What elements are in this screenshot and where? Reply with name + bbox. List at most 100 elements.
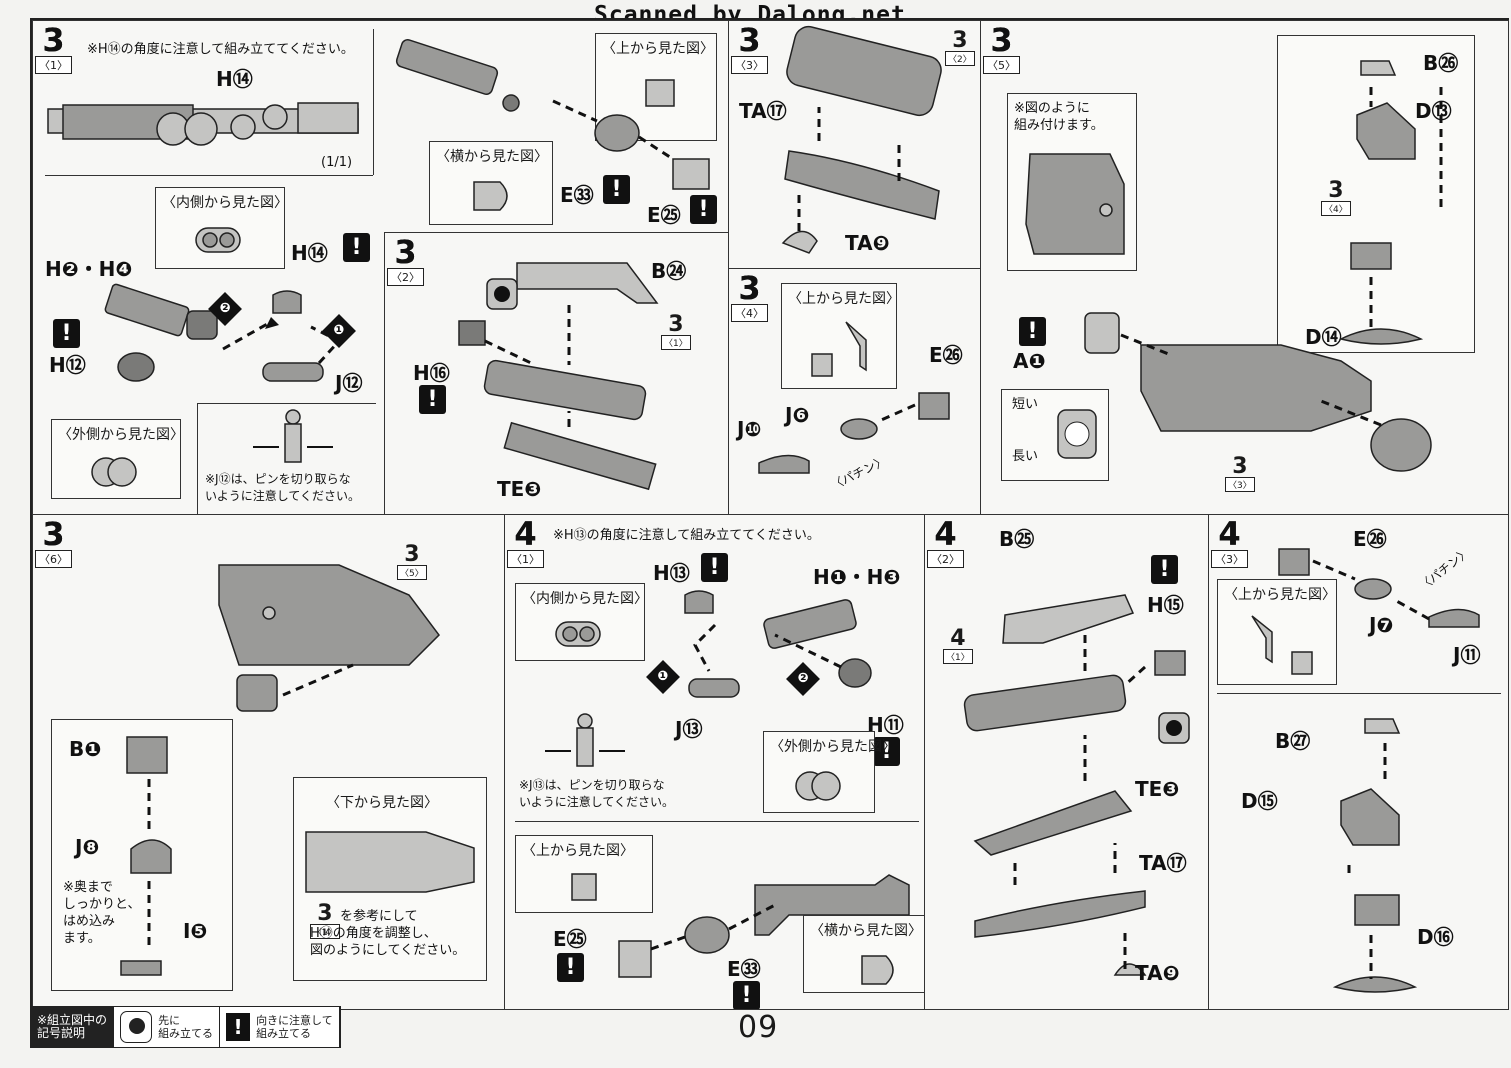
step-number: 3: [738, 269, 761, 307]
legend-title: ※組立図中の 記号説明: [31, 1007, 115, 1047]
step-marker: 4 〈2〉: [927, 515, 964, 568]
symbol-legend: ※組立図中の 記号説明 先に 組み立てる ! 向きに注意して 組み立てる: [30, 1006, 341, 1048]
arm-assembly-drawing: [104, 283, 342, 382]
bottom-view-title: 〈下から見た図〉: [326, 795, 438, 811]
label-d14: D⑭: [1305, 325, 1342, 349]
label-j6: J❻: [785, 403, 810, 427]
label-i5: I❺: [183, 919, 208, 943]
label-ta17: TA⑰: [739, 99, 787, 123]
label-h2-h4: H❷・H❹: [45, 257, 133, 281]
step-sub: 〈2〉: [927, 550, 964, 568]
ref-step: 3〈1〉: [661, 314, 691, 350]
step-sub: 〈5〉: [983, 56, 1020, 74]
step-marker: 3 〈6〉: [35, 515, 72, 568]
label-j10: J❿: [737, 417, 762, 441]
panel-step-3-6: 3 〈6〉 3〈5〉 B❶ J❽ I❺ ※奥まで しっかりと、 はめ込み ます。…: [32, 514, 506, 1010]
adjust-note: を参考にして H⑭の角度を調整し、 図のようにしてください。: [310, 909, 466, 958]
orientation-warning: !: [690, 195, 717, 224]
label-h1-h3: H❶・H❸: [813, 565, 901, 589]
orientation-warning: !: [733, 981, 760, 1009]
label-te3: TE❸: [1135, 777, 1180, 801]
label-j11: J⑪: [1453, 643, 1481, 667]
step-marker: 3 〈3〉: [731, 21, 768, 74]
instruction-sheet: 3 〈1〉 ※H⑭の角度に注意して組み立ててください。 H⑭ (1/1) 〈内側…: [30, 18, 1509, 1010]
runner-h14-drawing: [47, 102, 359, 146]
top-view-box: 〈上から見た図〉: [515, 835, 653, 913]
bottom-view-box: 〈下から見た図〉 3〈1〉 を参考にして H⑭の角度を調整し、 図のようにしてく…: [293, 777, 487, 981]
panel-step-4-3: 4 〈3〉 E㉖ 〈上から見た図〉 〈パチン〉 J❼ J⑪ B㉗ D⑮ D⑯: [1208, 514, 1509, 1010]
step-sub: 〈3〉: [731, 56, 768, 74]
panel-step-4-1: 4 〈1〉 ※H⑬の角度に注意して組み立ててください。 H⑬ ! H❶・H❸ 〈…: [504, 514, 926, 1010]
order-badge-2: ❷: [786, 662, 820, 696]
label-b24: B㉔: [651, 259, 687, 283]
step-marker: 3 〈5〉: [983, 24, 1020, 74]
side-view-box: 〈横から見た図〉: [803, 915, 925, 993]
pin-note: ※J⑬は、ピンを切り取らな いように注意してください。: [519, 778, 675, 809]
step-number: 4: [934, 515, 957, 553]
assembly-3-2-drawing: [458, 262, 659, 491]
arm-assembly-drawing: [684, 590, 872, 698]
label-ta9: TA❾: [845, 231, 890, 255]
orientation-warning: !: [343, 233, 370, 262]
runner-label: H⑭: [216, 67, 253, 91]
label-ta9: TA❾: [1135, 961, 1180, 985]
label-h16: H⑯: [413, 361, 450, 385]
page-number: 09: [738, 1010, 779, 1045]
assembly-3-3-drawing: [781, 25, 942, 254]
top-view-title: 〈上から見た図〉: [1224, 587, 1336, 603]
label-h15: H⑮: [1147, 593, 1184, 617]
label-j13: J⑬: [675, 717, 703, 741]
label-b25: B㉕: [999, 527, 1035, 551]
preassemble-icon: [120, 1011, 153, 1043]
label-e33: E㉝: [727, 957, 761, 981]
outer-view-box: 〈外側から見た図〉: [51, 419, 184, 499]
step-number: 3: [394, 233, 417, 271]
outer-view-title: 〈外側から見た図〉: [770, 739, 896, 755]
order-badge-1: ❶: [322, 314, 356, 348]
step-number: 3: [42, 21, 65, 59]
step-sub: 〈6〉: [35, 550, 72, 568]
e-parts-drawing: [552, 99, 710, 190]
exploded-parts-drawing: [1332, 718, 1418, 993]
step-number: 3: [42, 515, 65, 553]
inner-view-box: 〈内側から見た図〉: [515, 583, 648, 661]
press-fit-drawing: [120, 736, 172, 976]
label-te3: TE❸: [497, 477, 542, 501]
step-sub: 〈2〉: [387, 268, 424, 286]
step-number: 3: [738, 21, 761, 59]
length-view-box: 短い 長い: [1001, 389, 1109, 481]
step-marker: 3 〈1〉: [35, 21, 72, 74]
label-b1: B❶: [69, 737, 102, 761]
inner-view-title: 〈内側から見た図〉: [522, 591, 648, 607]
label-j12: J⑫: [335, 371, 363, 395]
label-e33: E㉝: [560, 183, 594, 207]
panel-step-3-2: 3 〈2〉 B㉔ 3〈1〉 H⑯ ! TE❸: [384, 232, 730, 516]
step-marker: 3 〈4〉: [731, 269, 768, 322]
top-view-box: 〈上から見た図〉: [781, 283, 900, 389]
warning-icon: !: [226, 1013, 251, 1041]
main-body-drawing: [1084, 312, 1432, 472]
label-b26: B㉖: [1423, 51, 1459, 75]
press-note: ※奥まで しっかりと、 はめ込み ます。: [63, 880, 141, 946]
label-j8: J❽: [75, 835, 100, 859]
pin-note: ※J⑫は、ピンを切り取らな いように注意してください。: [205, 472, 361, 503]
legend-item-label: 先に 組み立てる: [158, 1014, 214, 1040]
step-sub: 〈1〉: [35, 56, 72, 74]
label-e25: E㉕: [647, 203, 681, 227]
pin-diagram: [545, 713, 625, 767]
ref-step: 3〈5〉: [397, 544, 427, 580]
label-ta17: TA⑰: [1139, 851, 1187, 875]
orientation-warning: !: [419, 385, 446, 414]
assembly-4-2-drawing: [963, 594, 1190, 976]
label-e26: E㉖: [929, 343, 963, 367]
exploded-parts-drawing: [1338, 60, 1443, 345]
orientation-warning: !: [1019, 317, 1046, 346]
step-sub: 〈4〉: [731, 304, 768, 322]
assembly-4-3-drawing: [1278, 548, 1480, 628]
label-h12: H⑫: [49, 353, 86, 377]
main-body-drawing: [218, 564, 440, 666]
label-b27: B㉗: [1275, 729, 1311, 753]
label-d13: D⑬: [1415, 99, 1452, 123]
top-view-title: 〈上から見た図〉: [522, 843, 634, 859]
step-marker: 4 〈3〉: [1211, 518, 1248, 568]
